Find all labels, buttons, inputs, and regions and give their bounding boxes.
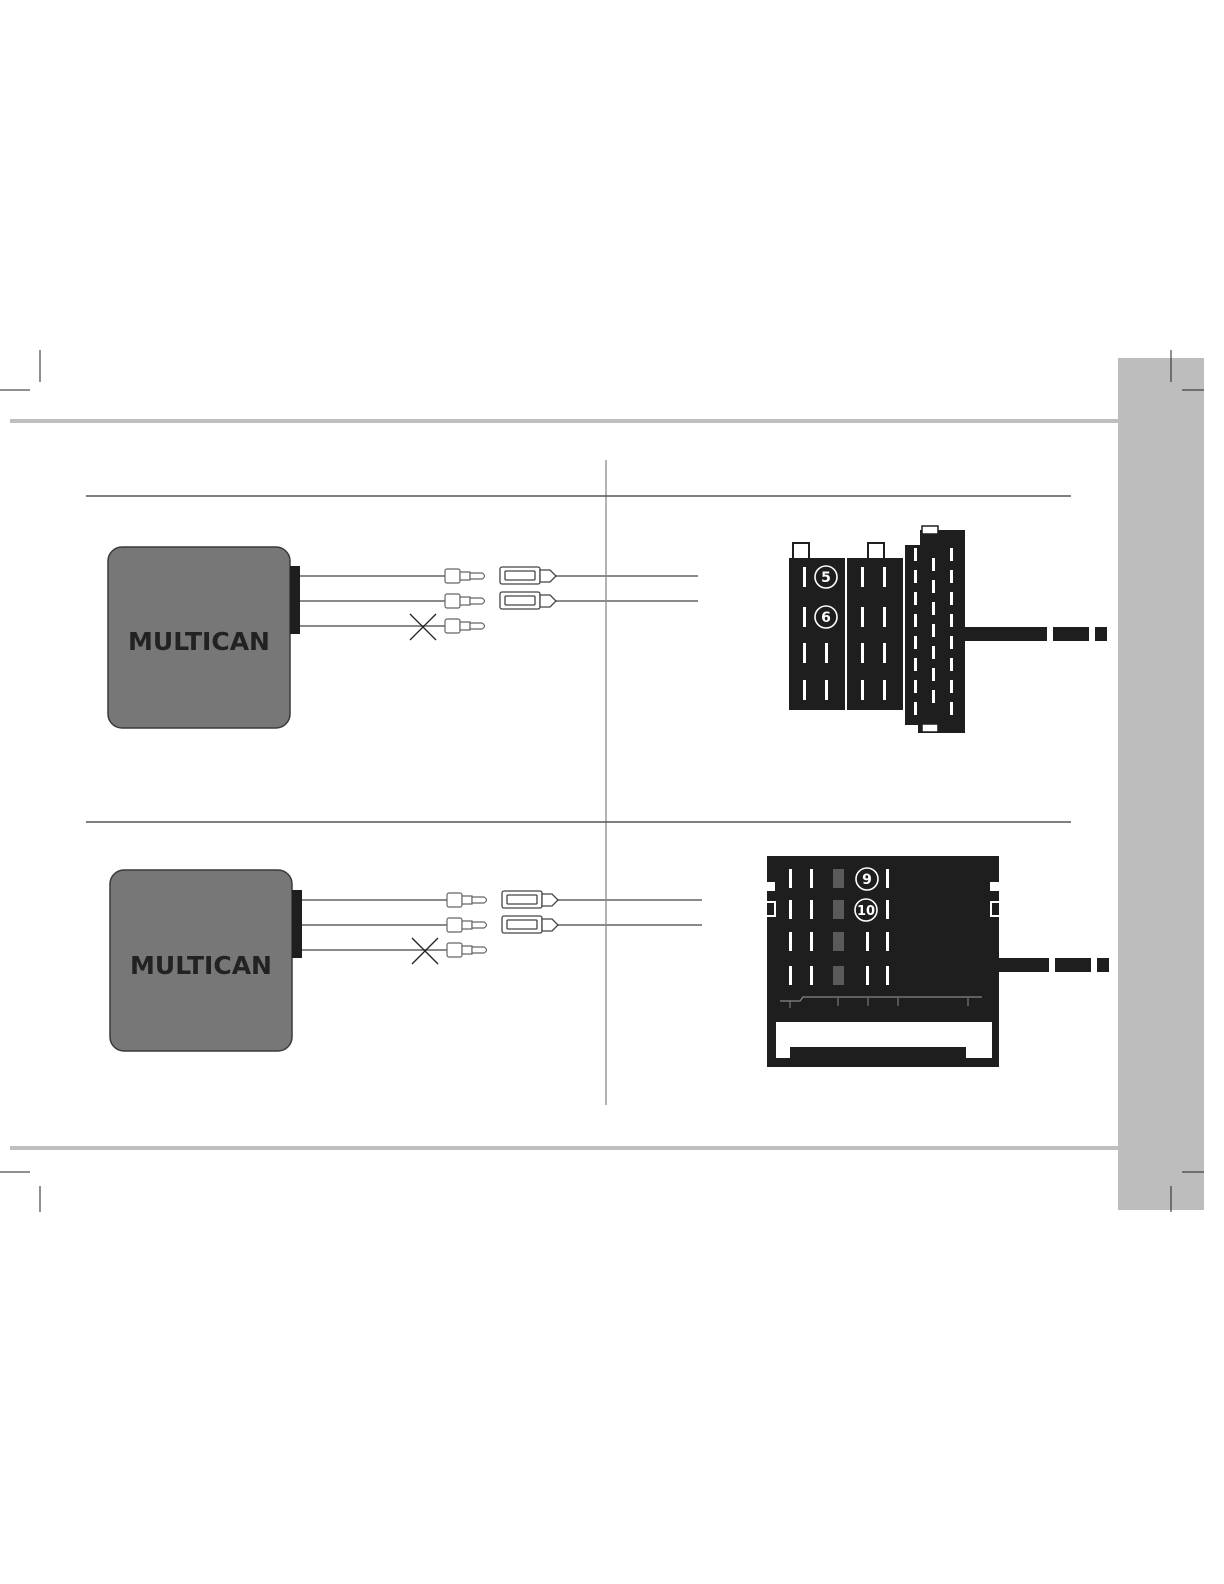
cable-top [965, 627, 1107, 641]
male-plug-icon [447, 918, 487, 932]
female-plugs-top [500, 567, 556, 609]
male-plugs-top [445, 569, 485, 633]
side-tab [1118, 358, 1204, 1210]
female-plug-icon [500, 592, 556, 609]
female-plug-icon [502, 916, 558, 933]
iso-connector-icon: 5 6 [789, 526, 965, 733]
male-plug-icon [445, 594, 485, 608]
male-plugs-bottom [447, 893, 487, 957]
module-label: MULTICAN [128, 627, 270, 656]
quadlock-connector-icon: 9 10 [767, 856, 999, 1067]
pin-label-6: 6 [821, 610, 831, 626]
module-port [290, 566, 300, 634]
crop-marks [0, 350, 1204, 1212]
male-plug-icon [445, 619, 485, 633]
module-bottom: MULTICAN [110, 870, 302, 1051]
female-plug-icon [500, 567, 556, 584]
pin-label-5: 5 [821, 570, 831, 586]
male-plug-icon [447, 893, 487, 907]
male-plug-icon [447, 943, 487, 957]
pin-label-10: 10 [857, 904, 875, 919]
female-plug-icon [502, 891, 558, 908]
module-port [292, 890, 302, 958]
wires-top [300, 576, 698, 626]
pin-label-9: 9 [862, 872, 872, 888]
module-label: MULTICAN [130, 951, 272, 980]
male-plug-icon [445, 569, 485, 583]
cable-bottom [999, 958, 1109, 972]
female-plugs-bottom [502, 891, 558, 933]
module-top: MULTICAN [108, 547, 300, 728]
